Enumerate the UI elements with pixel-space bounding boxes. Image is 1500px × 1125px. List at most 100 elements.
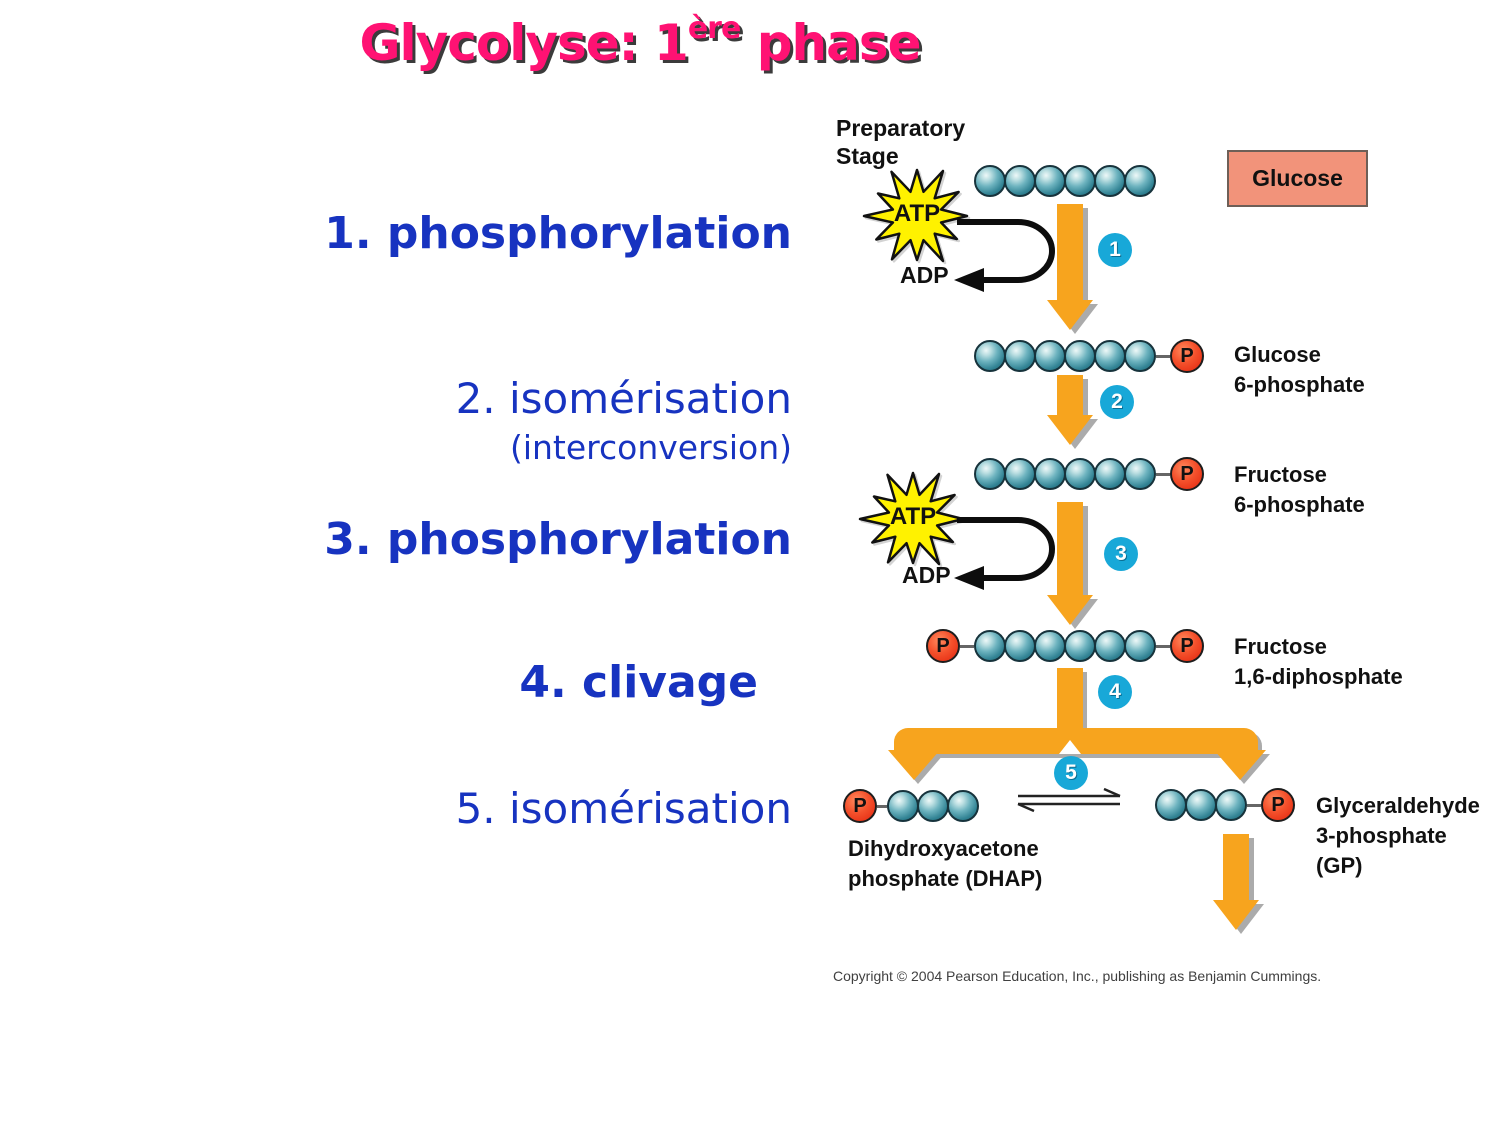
sugar-ball <box>1124 340 1156 372</box>
sugar-ball <box>1034 165 1066 197</box>
label-line: 3-phosphate <box>1316 823 1447 848</box>
hexose-balls <box>974 630 1156 662</box>
glucose-6-phosphate-chain: P <box>974 339 1204 373</box>
label-line: 1,6-diphosphate <box>1234 664 1403 689</box>
phosphate-bond <box>1156 354 1170 358</box>
sugar-ball <box>947 790 979 822</box>
split-arrow-right-head <box>1214 750 1266 780</box>
label-line: Fructose <box>1234 634 1327 659</box>
label-line: 6-phosphate <box>1234 372 1365 397</box>
atp-label-2: ATP <box>889 502 937 530</box>
cleavage-split-arrow <box>886 668 1266 786</box>
label-line: Dihydroxyacetone <box>848 836 1039 861</box>
flow-arrow-gp-down <box>1213 834 1259 930</box>
split-arrow-notch <box>1059 740 1081 754</box>
phosphate-bond <box>1247 803 1261 807</box>
glucose-box-label: Glucose <box>1252 165 1343 191</box>
fructose-6-phosphate-chain: P <box>974 457 1204 491</box>
glucose-box: Glucose <box>1227 150 1368 207</box>
phosphate-bond <box>877 804 887 808</box>
sugar-ball <box>917 790 949 822</box>
sugar-ball <box>1004 165 1036 197</box>
sugar-ball <box>974 340 1006 372</box>
label-fructose-6-phosphate: Fructose 6-phosphate <box>1234 460 1365 520</box>
sugar-ball <box>1124 165 1156 197</box>
step-label-1: 1. phosphorylation <box>324 208 792 259</box>
sugar-ball <box>1034 458 1066 490</box>
phosphate-bond <box>960 644 974 648</box>
step-label-4: 4. clivage <box>519 657 758 708</box>
atp-burst-2: ATP <box>858 465 968 573</box>
atp-burst-1: ATP <box>862 162 972 270</box>
sugar-ball <box>1064 340 1096 372</box>
equilibrium-arrows-icon <box>1017 787 1121 813</box>
label-glucose-6-phosphate: Glucose 6-phosphate <box>1234 340 1365 400</box>
step-badge-5: 5 <box>1054 756 1088 790</box>
preparatory-stage-line1: Preparatory <box>836 115 966 141</box>
step-badge-1: 1 <box>1098 233 1132 267</box>
phosphate-icon: P <box>926 629 960 663</box>
sugar-ball <box>1004 630 1036 662</box>
sugar-ball <box>1094 630 1126 662</box>
triose-balls <box>887 790 979 822</box>
label-dhap: Dihydroxyacetone phosphate (DHAP) <box>848 834 1042 894</box>
label-line: (GP) <box>1316 853 1363 878</box>
preparatory-stage-label: Preparatory Stage <box>836 114 965 170</box>
flow-arrow-step1 <box>1047 204 1093 330</box>
step-label-3: 3. phosphorylation <box>324 514 792 565</box>
hexose-balls <box>974 340 1156 372</box>
step-label-5: 5. isomérisation <box>455 784 792 833</box>
sugar-ball <box>1094 340 1126 372</box>
sugar-ball <box>974 458 1006 490</box>
label-line: 6-phosphate <box>1234 492 1365 517</box>
sugar-ball <box>1124 458 1156 490</box>
preparatory-stage-line2: Stage <box>836 143 899 169</box>
sugar-ball <box>1094 165 1126 197</box>
sugar-ball <box>1064 458 1096 490</box>
hexose-balls <box>974 458 1156 490</box>
step-badge-3: 3 <box>1104 537 1138 571</box>
label-line: Glyceraldehyde <box>1316 793 1480 818</box>
sugar-ball <box>1004 340 1036 372</box>
triose-balls <box>1155 789 1247 821</box>
gp-chain: P <box>1155 788 1295 822</box>
sugar-ball <box>1004 458 1036 490</box>
starburst-icon <box>862 168 969 263</box>
phosphate-icon: P <box>1261 788 1295 822</box>
split-arrow-left-head <box>888 750 940 780</box>
title-superscript: ère <box>687 11 741 47</box>
label-glyceraldehyde-3-phosphate: Glyceraldehyde 3-phosphate (GP) <box>1316 791 1480 881</box>
sugar-ball <box>1124 630 1156 662</box>
atp-adp-curved-arrow-2 <box>954 517 1055 590</box>
phosphate-icon: P <box>1170 629 1204 663</box>
label-line: Fructose <box>1234 462 1327 487</box>
step-label-2-sub: (interconversion) <box>509 428 792 467</box>
label-line: phosphate (DHAP) <box>848 866 1043 891</box>
atp-label-1: ATP <box>893 199 941 227</box>
label-fructose-16-diphosphate: Fructose 1,6-diphosphate <box>1234 632 1403 692</box>
phosphate-bond <box>1156 472 1170 476</box>
sugar-ball <box>1064 165 1096 197</box>
sugar-ball <box>1215 789 1247 821</box>
fructose-16-diphosphate-chain: P P <box>926 629 1204 663</box>
flow-arrow-step3 <box>1047 502 1093 625</box>
flow-arrow-step2 <box>1047 375 1093 445</box>
phosphate-icon: P <box>1170 457 1204 491</box>
phosphate-bond <box>1156 644 1170 648</box>
step-badge-4: 4 <box>1098 675 1132 709</box>
title-text-after: phase <box>740 14 922 72</box>
sugar-ball <box>887 790 919 822</box>
page-title: Glycolyse: 1ère phase <box>330 11 950 72</box>
sugar-ball <box>1064 630 1096 662</box>
phosphate-icon: P <box>843 789 877 823</box>
label-line: Glucose <box>1234 342 1321 367</box>
sugar-ball <box>974 630 1006 662</box>
atp-adp-curved-arrow-1 <box>954 219 1055 292</box>
step-badge-2: 2 <box>1100 385 1134 419</box>
sugar-ball <box>974 165 1006 197</box>
sugar-ball <box>1155 789 1187 821</box>
sugar-ball <box>1034 340 1066 372</box>
step-label-2: 2. isomérisation <box>455 374 792 423</box>
starburst-icon <box>858 471 965 566</box>
adp-label-2: ADP <box>902 562 951 588</box>
